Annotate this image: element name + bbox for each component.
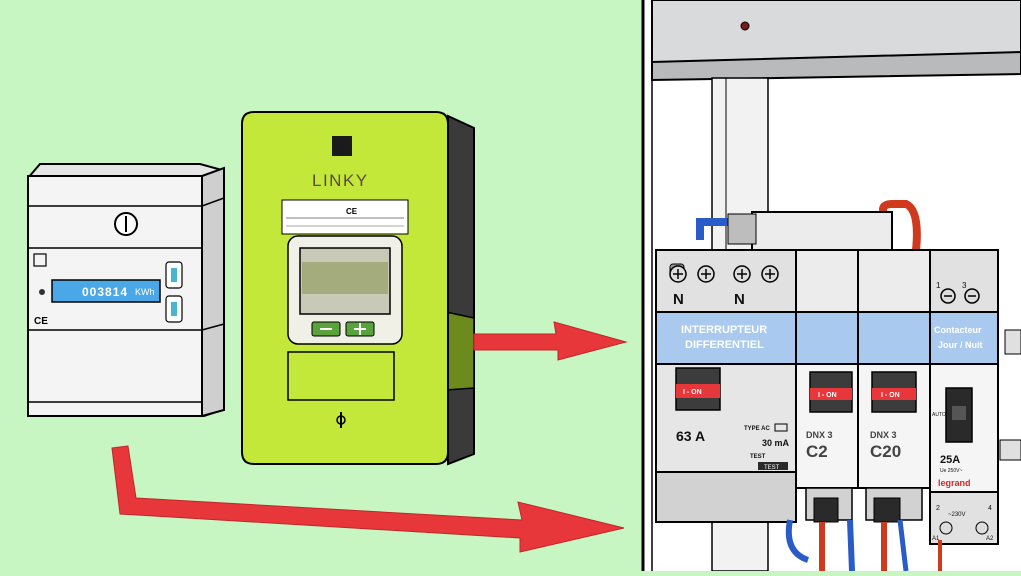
contactor-terminal-3: 3 <box>962 281 967 290</box>
linky-brand: LINKY <box>312 171 369 190</box>
contactor-mode-label: AUTO <box>932 412 946 418</box>
terminal-block <box>813 497 839 523</box>
arrow-linky-to-panel <box>473 321 628 361</box>
linky-rating-plate <box>281 199 409 235</box>
test-button-label: TEST <box>764 465 780 471</box>
differential-label-line2: DIFFERENTIEL <box>685 339 764 351</box>
linky-meter: LINKY CE <box>241 111 475 466</box>
differential-test: TEST <box>750 454 766 460</box>
differential-type: TYPE AC <box>744 426 770 432</box>
meter-status-icon <box>33 253 47 267</box>
contactor-label-line1: Contacteur <box>934 325 982 335</box>
screw-icon <box>939 521 953 535</box>
meter-ce-mark: CE <box>34 316 48 327</box>
terminal-block <box>873 497 901 523</box>
differential-switch: N N INTERRUPTEUR DIFFERENTIEL I - ON 63 … <box>655 249 797 523</box>
contactor-brand: legrand <box>938 478 971 488</box>
differential-label-line1: INTERRUPTEUR <box>681 324 767 336</box>
old-electric-meter: 003814 KWh CE <box>26 163 225 418</box>
breaker-c2-model: DNX 3 <box>806 430 833 440</box>
breaker-c20-switch-label: I - ON <box>881 392 900 399</box>
differential-rating: 63 A <box>676 428 705 444</box>
contactor-label-line2: Jour / Nuit <box>938 340 983 350</box>
differential-sensitivity: 30 mA <box>762 438 790 448</box>
contactor-terminal-4: 4 <box>988 505 992 512</box>
arrow-old-meter-to-panel <box>111 445 625 553</box>
day-night-contactor: 1 3 Contacteur Jour / Nuit AUTO 25A Ue 2… <box>929 249 999 545</box>
test-button <box>758 462 788 470</box>
output-wires <box>785 519 942 572</box>
meter-seal-icon <box>114 212 138 236</box>
meter-lcd-display <box>51 279 161 303</box>
screw-icon <box>740 21 750 31</box>
type-ac-icon <box>774 423 788 432</box>
breaker-c2-rating: C2 <box>806 442 828 461</box>
linky-terminal-cover <box>287 351 395 401</box>
breaker-c20-model: DNX 3 <box>870 430 897 440</box>
contactor-terminal-2: 2 <box>936 505 940 512</box>
contactor-coil-voltage: ~230V <box>948 512 966 518</box>
differential-switch-label: I - ON <box>683 389 702 396</box>
screw-icon <box>975 521 989 535</box>
terminal-n-right: N <box>734 291 745 308</box>
linky-ce-mark: CE <box>346 207 358 216</box>
breaker-c2-switch-label: I - ON <box>818 392 837 399</box>
linky-optical-port <box>332 136 352 156</box>
terminal-n-left: N <box>673 291 684 308</box>
led-indicator-icon <box>39 289 45 295</box>
contactor-voltage: Ue 250V~ <box>940 468 962 474</box>
breaker-c20-rating: C20 <box>870 442 901 461</box>
breaker-c2: I - ON DNX 3 C2 <box>795 249 859 523</box>
contactor-a1: A1 <box>932 536 940 542</box>
linky-seal-icon <box>336 412 346 428</box>
meter-unit: KWh <box>135 287 155 297</box>
electrical-panel: N N INTERRUPTEUR DIFFERENTIEL I - ON 63 … <box>655 200 999 572</box>
contactor-rating: 25A <box>940 454 960 466</box>
contactor-a2: A2 <box>986 536 994 542</box>
contactor-terminal-1: 1 <box>936 281 941 290</box>
meter-reading: 003814 <box>82 285 128 299</box>
breaker-c20: I - ON DNX 3 C20 <box>857 249 931 523</box>
